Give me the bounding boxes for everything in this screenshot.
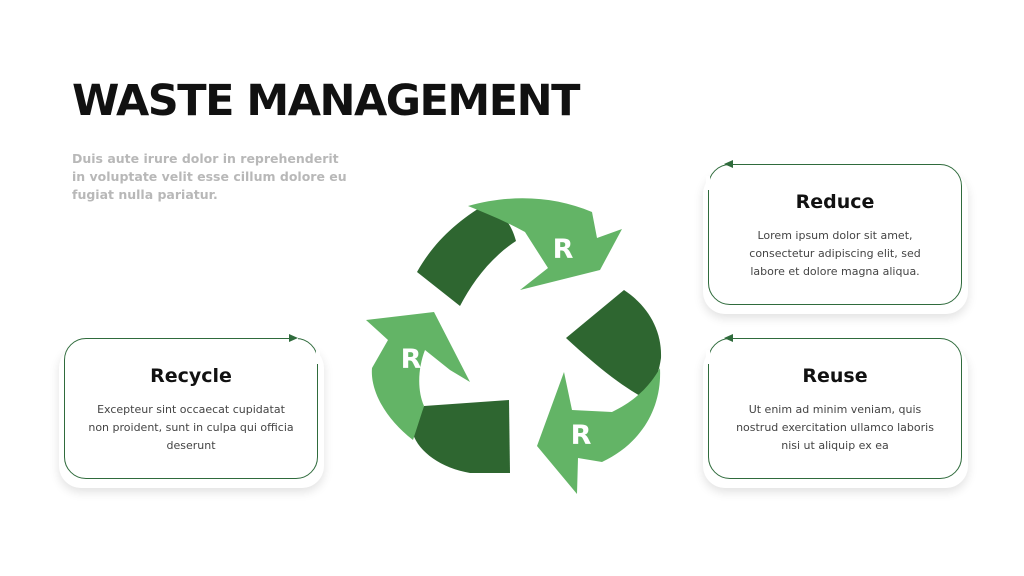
recycle-frame-gap-side <box>316 350 320 364</box>
recycle-body: Excepteur sint occaecat cupidatat non pr… <box>88 403 294 452</box>
reuse-heading: Reuse <box>802 365 868 387</box>
recycle-heading: Recycle <box>150 365 232 387</box>
recycle-card: Recycle Excepteur sint occaecat cupidata… <box>64 338 318 479</box>
recycle-arrow-top-tail <box>417 204 516 306</box>
reuse-body: Ut enim ad minim veniam, quis nostrud ex… <box>736 403 934 452</box>
arrow-right-icon <box>289 333 298 342</box>
slide-title: WASTE MANAGEMENT <box>72 76 580 126</box>
arrow-left-icon <box>724 159 733 168</box>
reduce-heading: Reduce <box>795 191 875 213</box>
reuse-arrow-line <box>732 337 756 339</box>
recycle-arrow-right-tail <box>566 290 662 397</box>
reduce-frame-gap-side <box>706 176 710 190</box>
recycle-arrow-right-head <box>537 368 661 494</box>
recycle-arrow-top-head <box>468 198 622 290</box>
recycle-letter-left: R <box>401 344 422 375</box>
recycle-arrow-left-head <box>366 312 470 440</box>
slide-subtitle: Duis aute irure dolor in reprehenderit i… <box>72 151 347 202</box>
reuse-frame-gap-side <box>706 350 710 364</box>
reduce-body: Lorem ipsum dolor sit amet, consectetur … <box>749 229 921 278</box>
reduce-card: Reduce Lorem ipsum dolor sit amet, conse… <box>708 164 962 305</box>
recycle-arrow-line <box>268 337 290 339</box>
reuse-card: Reuse Ut enim ad minim veniam, quis nost… <box>708 338 962 479</box>
recycle-letter-top: R <box>553 234 574 265</box>
reduce-arrow-line <box>732 163 756 165</box>
arrow-left-icon <box>724 333 733 342</box>
recycle-arrow-left-tail <box>413 400 510 473</box>
recycle-letter-right: R <box>571 420 592 451</box>
